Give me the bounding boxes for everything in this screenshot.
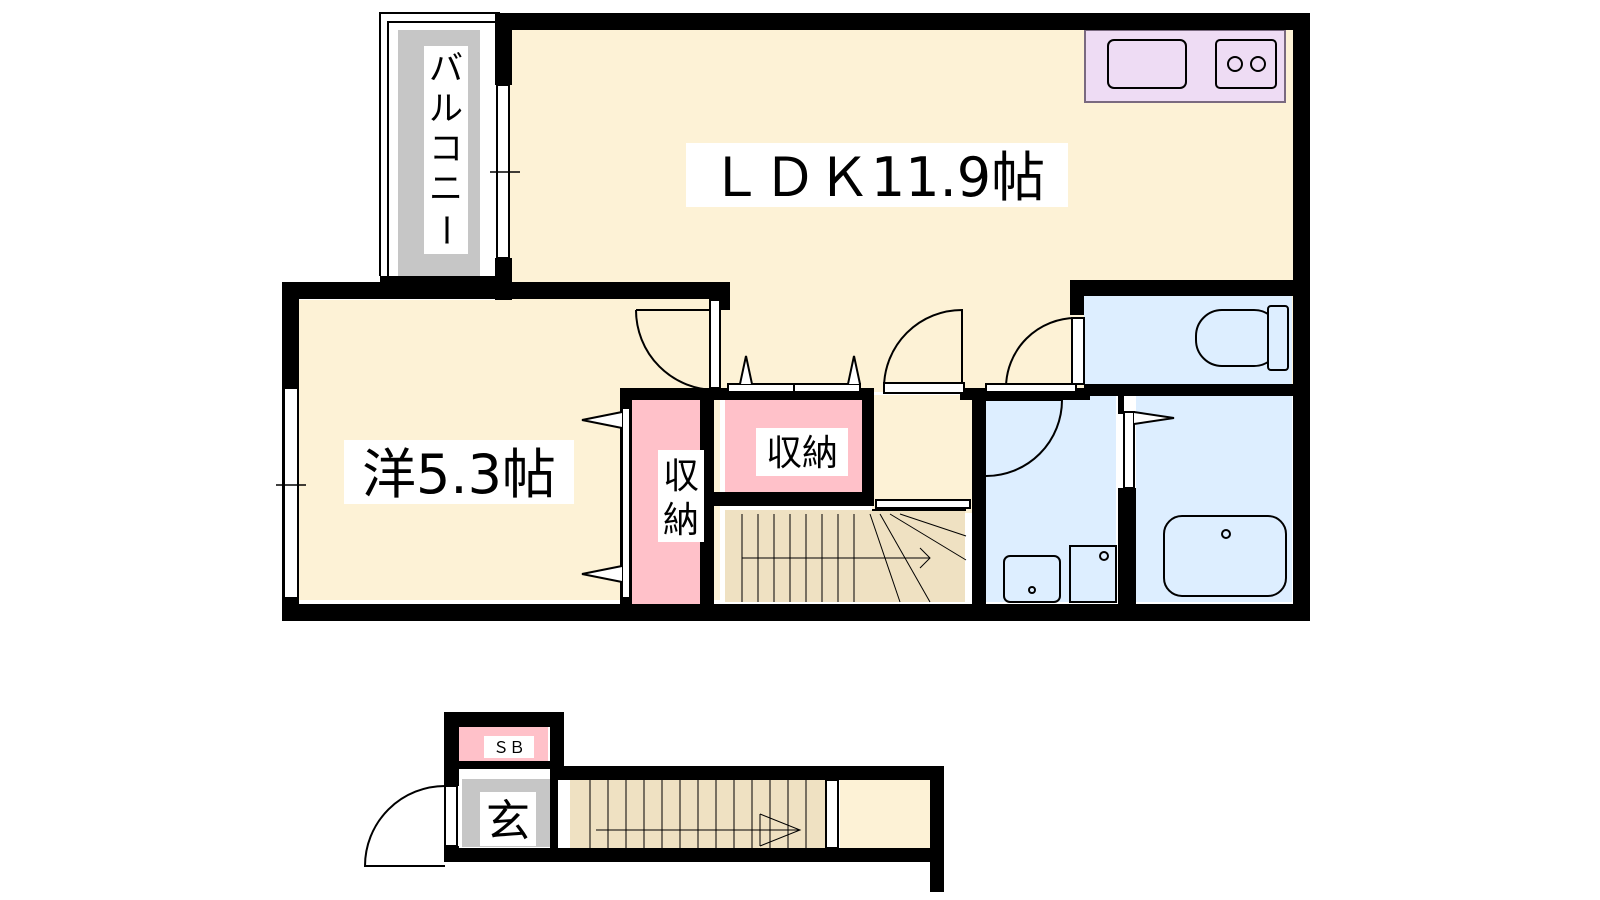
stove-burner-right (1250, 56, 1266, 72)
stairs-upper-floor (725, 510, 965, 602)
stove (1215, 39, 1277, 89)
lower-wall-top (550, 766, 944, 780)
lower-wall-sb-right (550, 712, 564, 768)
balcony-label-char-5: ー (425, 213, 465, 247)
front-door (363, 785, 446, 867)
hall-door (883, 308, 963, 389)
washing-machine-drain (1099, 551, 1109, 561)
wall-toilet-bottom (1084, 384, 1300, 396)
stairs-lower (589, 780, 807, 848)
wall-right (1293, 13, 1310, 621)
closet-vertical-label-char-1: 収 (663, 456, 699, 497)
wall-balcony-bottom (380, 276, 510, 282)
balcony-label-bg (424, 46, 468, 254)
closet-door-marker-1 (739, 355, 753, 385)
lower-wall-left-bottom (444, 846, 459, 862)
wall-closet-bottom (714, 492, 874, 506)
toilet-door (1005, 316, 1077, 389)
washbasin-drain (1028, 586, 1036, 594)
wall-toilet-top (1070, 280, 1300, 296)
wall-wash-bath (1118, 488, 1136, 608)
closet-horizontal-label: 収納 (766, 433, 838, 474)
fixtures (1003, 39, 1289, 603)
balcony-label-char-4: ニ (429, 169, 463, 209)
room-fills (290, 29, 1295, 848)
wall-balcony-ldk-top (495, 13, 512, 85)
closet-vertical-label-char-2: 納 (663, 500, 699, 541)
bathroom-door-marker (1133, 411, 1175, 425)
wall-toilet-left (1070, 280, 1084, 315)
doors (581, 299, 1175, 599)
landing-lower-floor (840, 780, 930, 848)
western-room-door (635, 309, 717, 391)
western-room-label: 洋5.3帖 (362, 443, 556, 506)
lower-floor-walls (444, 712, 944, 892)
balcony-railing (379, 12, 500, 276)
stair-lower-sill (825, 779, 839, 849)
washing-machine-space (1069, 545, 1117, 603)
ldk-label: ＬＤＫ11.9帖 (709, 146, 1045, 209)
ldk-label-bg (686, 143, 1068, 207)
bathtub (1163, 515, 1287, 597)
entrance-label: 玄 (486, 796, 530, 847)
toilet-door-frame (1071, 317, 1085, 385)
balcony-label-char-2: ル (429, 89, 463, 129)
western-room-label-bg (344, 440, 574, 504)
washroom-door (985, 399, 1064, 477)
lower-floor-details (363, 779, 839, 867)
lower-wall-sb-bottom (458, 761, 550, 769)
washbasin (1003, 555, 1061, 603)
lower-wall-sb-top (444, 712, 564, 727)
lower-wall-bottom (444, 848, 944, 862)
stairs-upper (741, 509, 967, 603)
walls (276, 13, 1310, 621)
closet-vertical-label-bg (658, 450, 704, 542)
shoe-box-label: ＳＢ (493, 738, 525, 757)
stair-sill (875, 499, 971, 509)
kitchen-sink (1107, 39, 1187, 89)
closet-vertical-marker-2 (581, 565, 623, 583)
western-window (283, 387, 299, 599)
hall-door-frame (883, 382, 965, 394)
stairs-lower-floor (570, 780, 828, 848)
wall-top (495, 13, 1310, 30)
lower-wall-left-top (444, 712, 459, 786)
wall-closet-divider (700, 388, 714, 608)
balcony-label-char-3: コ (429, 129, 463, 169)
entrance-label-bg (480, 792, 536, 846)
wall-bottom (282, 604, 1310, 621)
wall-closet-right (862, 388, 874, 506)
wall-wash-bath-top (1118, 396, 1124, 414)
closet-vertical-door-frame (621, 407, 631, 599)
lower-wall-right (930, 766, 944, 892)
labels: バ ル コ ニ ー ＬＤＫ11.9帖 洋5.3帖 収 納 収納 ＳＢ 玄 (344, 46, 1068, 847)
lower-wall-entrance-divider (550, 778, 558, 848)
toilet-tank (1267, 305, 1289, 371)
bathtub-drain (1221, 529, 1231, 539)
closet-horizontal-label-bg (756, 428, 848, 476)
toilet-door-sill (985, 383, 1077, 393)
western-room-door-frame (709, 299, 721, 389)
hall-floor (872, 395, 972, 513)
bathroom-door-frame (1123, 411, 1135, 489)
shoe-box-label-bg (484, 736, 534, 758)
balcony-label-char-1: バ (429, 49, 463, 89)
front-door-frame (444, 785, 458, 847)
wall-hall-right (972, 388, 986, 608)
stove-burner-left (1227, 56, 1243, 72)
closet-door-marker-2 (847, 355, 861, 385)
closet-vertical-marker-1 (581, 411, 623, 429)
